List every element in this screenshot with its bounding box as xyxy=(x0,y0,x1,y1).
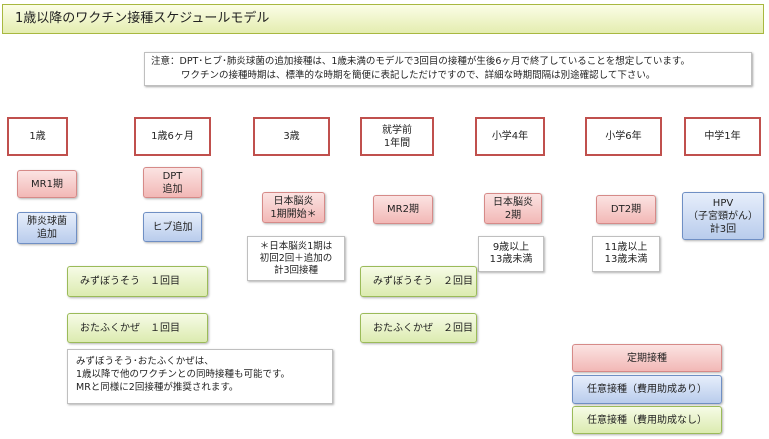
je2-line1: 日本脳炎 xyxy=(493,196,533,208)
age-preschool-line1: 就学前 xyxy=(382,124,412,136)
age-grade4: 小学4年 xyxy=(475,117,545,156)
je1-line1: 日本脳炎 xyxy=(273,195,314,207)
je1-note-line2: 初回2回＋追加の xyxy=(259,252,333,264)
vaccine-mumps-1: おたふくかぜ １回目 xyxy=(67,313,208,343)
dt2-note-line2: 13歳未満 xyxy=(604,254,648,265)
age-3y: 3歳 xyxy=(253,117,330,156)
vaccine-mr2: MR2期 xyxy=(373,195,433,224)
note-line-2: ワクチンの接種時期は、標準的な時期を簡便に表記しただけですので、詳細な時期間隔は… xyxy=(181,70,656,81)
vaccine-dpt-booster: DPT 追加 xyxy=(143,167,202,198)
hpv-line2: （子宮頸がん） xyxy=(688,210,758,222)
vaccine-varicella-1: みずぼうそう １回目 xyxy=(67,266,208,297)
je2-note: 9歳以上 13歳未満 xyxy=(478,236,544,272)
legend-routine: 定期接種 xyxy=(572,344,722,372)
dpt-line2: 追加 xyxy=(162,183,183,195)
age-1y6m: 1歳6ヶ月 xyxy=(134,117,211,156)
age-preschool: 就学前 1年間 xyxy=(360,117,434,156)
je2-note-line2: 13歳未満 xyxy=(489,254,533,265)
note-line-1: 注意：DPT･ヒブ･肺炎球菌の追加接種は、1歳未満のモデルで3回目の接種が生後6… xyxy=(151,56,690,67)
pneumo-line1: 肺炎球菌 xyxy=(27,216,67,227)
remark-line1: みずぼうそう･おたふくかぜは、 xyxy=(76,356,214,367)
vaccine-hib-booster: ヒブ追加 xyxy=(143,212,202,242)
note-box: 注意：DPT･ヒブ･肺炎球菌の追加接種は、1歳未満のモデルで3回目の接種が生後6… xyxy=(144,52,752,86)
hpv-line3: 計3回 xyxy=(709,223,737,235)
vaccine-varicella-2: みずぼうそう ２回目 xyxy=(360,266,477,297)
dt2-note-line1: 11歳以上 xyxy=(604,242,648,253)
vaccine-pneumococcal-booster: 肺炎球菌 追加 xyxy=(17,212,77,244)
age-grade6: 小学6年 xyxy=(585,117,662,156)
age-jhs1: 中学1年 xyxy=(684,117,761,156)
vaccine-hpv: HPV （子宮頸がん） 計3回 xyxy=(682,192,764,240)
je1-note: ＊日本脳炎1期は 初回2回＋追加の 計3回接種 xyxy=(247,236,345,281)
legend-optional-subsidized: 任意接種（費用助成あり） xyxy=(572,375,722,404)
vaccine-je2: 日本脳炎 2期 xyxy=(484,193,542,224)
age-1y: 1歳 xyxy=(7,117,68,156)
page-title: 1歳以降のワクチン接種スケジュールモデル xyxy=(2,4,764,34)
vaccine-je1-start: 日本脳炎 1期開始＊ xyxy=(262,192,325,223)
dpt-line1: DPT xyxy=(162,170,183,182)
pneumo-line2: 追加 xyxy=(37,229,57,240)
je1-note-line3: 計3回接種 xyxy=(273,264,319,276)
dt2-note: 11歳以上 13歳未満 xyxy=(592,236,660,272)
je2-line2: 2期 xyxy=(504,209,522,221)
hpv-line1: HPV xyxy=(712,197,734,209)
vaccine-mumps-2: おたふくかぜ ２回目 xyxy=(360,313,477,343)
varicella-mumps-remark: みずぼうそう･おたふくかぜは、 1歳以降で他のワクチンとの同時接種も可能です。 … xyxy=(67,349,333,404)
je2-note-line1: 9歳以上 xyxy=(492,242,530,253)
remark-line2: 1歳以降で他のワクチンとの同時接種も可能です。 xyxy=(76,369,290,380)
vaccine-dt2: DT2期 xyxy=(596,195,656,224)
je1-note-line1: ＊日本脳炎1期は xyxy=(259,240,333,252)
legend-optional-unsubsidized: 任意接種（費用助成なし） xyxy=(572,406,722,434)
je1-line2: 1期開始＊ xyxy=(270,208,317,220)
age-preschool-line2: 1年間 xyxy=(383,137,411,149)
remark-line3: MRと同様に2回接種が推奨されます。 xyxy=(76,382,239,393)
vaccine-mr1: MR1期 xyxy=(17,170,77,198)
